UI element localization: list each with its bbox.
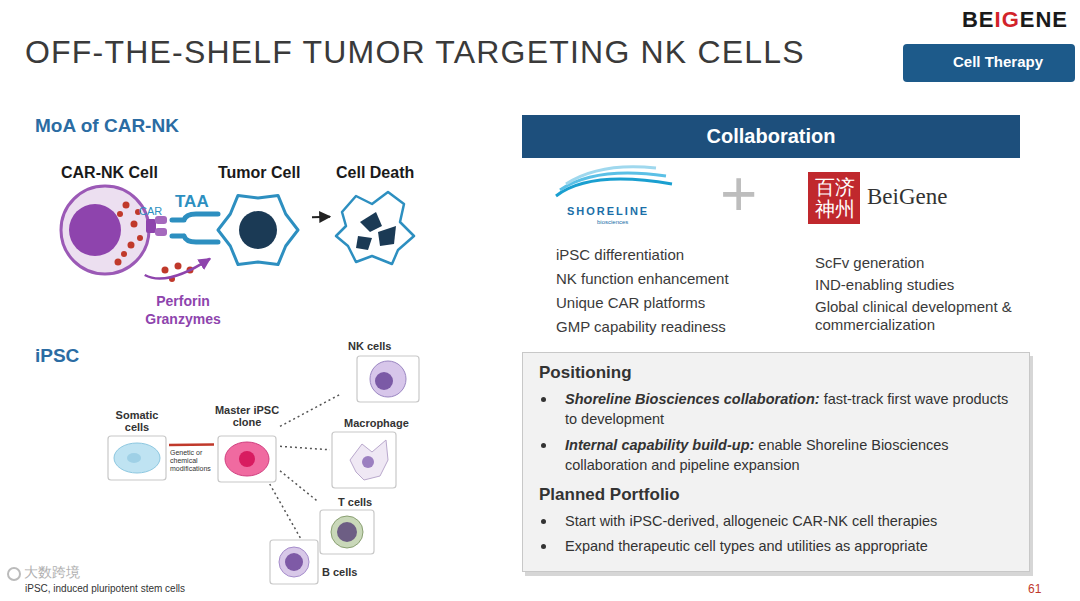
section-heading: iPSC [35,345,79,367]
ipsc-nucleus [239,451,255,467]
t-nucleus [337,522,357,542]
page-number: 61 [1028,582,1041,596]
bullet-dot [541,443,546,448]
granules [115,202,194,283]
node-text: CAR-NK Cell [61,164,170,182]
tumor-cell [218,195,298,264]
node-text: Tumor Cell [218,164,312,182]
list-item: Global clinical development & commercial… [815,298,1025,334]
cell-figure: Cell Death [330,164,426,266]
connector [169,443,214,446]
node-text: T cells [338,496,378,508]
connector [280,394,340,426]
node-text: Cell Therapy [953,53,1067,70]
cell-figure: Master iPSC clone [214,404,280,484]
logo-text: SHORELINE [567,205,649,217]
macrophage-nucleus [362,456,374,468]
node-text: Collaboration [522,125,1020,148]
header-band: Collaboration [522,115,1020,158]
nk-small-nucleus [375,372,393,390]
tumor-nucleus [239,211,277,249]
list-item: IND-enabling studies [815,276,954,293]
part-label: CAR [139,205,162,217]
connector [145,259,210,279]
section-heading: MoA of CAR-NK [35,115,179,137]
list-item: NK function enhancement [556,270,729,287]
connector [312,216,330,219]
footnote: iPSC, induced pluripotent stem cells [25,583,185,594]
t-cell [331,516,363,548]
node-text: Cell Death [336,164,426,182]
node-text: Somatic cells [105,409,169,433]
cell-figure: Macrophage [330,417,422,489]
plus-sign: + [720,162,757,226]
somatic-cell [114,443,160,473]
list-item: GMP capability readiness [556,318,726,335]
connector [270,484,301,538]
ipsc-cell [225,442,269,476]
bullet-row: Start with iPSC-derived, allogeneic CAR-… [539,511,1013,531]
seal-text: 百济神州 [813,176,857,220]
cell-figure: T cells [318,496,378,556]
nk-nucleus [69,204,121,256]
company-logo: BEIGENE [962,7,1068,33]
bullet-text: Start with iPSC-derived, allogeneic CAR-… [565,513,937,529]
slide-title: OFF-THE-SHELF TUMOR TARGETING NK CELLS [25,34,805,71]
cell-figure: Tumor Cell [210,164,312,274]
bullet-row: Internal capability build-up: enable Sho… [539,435,1013,476]
connector [280,471,318,502]
connector [280,446,330,449]
list-item: Unique CAR platforms [556,294,705,311]
car-receptor [146,216,167,236]
logo-text: BeiGene [867,184,947,210]
node-text: NK cells [348,340,424,352]
logo-text: BE [962,7,995,33]
taa-antigen [172,214,218,242]
b-nucleus [285,553,303,571]
node-text: Macrophage [344,417,422,429]
annotation: Genetic or chemical modifications [170,449,214,473]
cell-figure: Somatic cells [105,409,169,482]
bullet-lead: Internal capability build-up: [565,437,754,453]
node-text: B cells [322,566,360,578]
node-text: Master iPSC clone [214,404,280,428]
badge: Cell Therapy [903,44,1075,82]
nk-small [370,361,406,397]
watermark-icon [8,568,20,580]
list-item: iPSC differentiation [556,246,684,263]
bullet-dot [541,397,546,402]
watermark: 大数跨境 [24,564,80,582]
bullet-lead: Shoreline Biosciences collaboration: [565,391,820,407]
cell-figure: B cells [268,538,360,586]
cell-figure: NK cells [340,340,424,404]
list-item: ScFv generation [815,254,924,271]
info-panel: PositioningShoreline Biosciences collabo… [522,352,1030,572]
bullet-row: Expand therapeutic cell types and utilit… [539,536,1013,556]
shoreline-waves [556,167,672,196]
fragments [356,212,396,250]
bullet-row: Shoreline Biosciences collaboration: fas… [539,389,1013,430]
bullet-dot [541,519,546,524]
macrophage-cell [350,440,388,480]
logo-text: ENE [1020,7,1068,33]
figure-frames [108,356,419,584]
panel-heading: Planned Portfolio [539,485,1013,505]
b-cell [279,547,309,577]
bullet-text: Expand therapeutic cell types and utilit… [565,538,928,554]
logo-text: biosciences [597,219,628,225]
part-label: Perforin Granzymes [140,292,226,328]
logo-text: IG [995,7,1020,33]
beigene-seal [808,172,860,224]
panel-heading: Positioning [539,363,1013,383]
somatic-nucleus [127,453,141,463]
bullet-dot [541,544,546,549]
dead-cell [336,192,414,264]
nk-cell-body [61,186,149,274]
part-label: TAA [175,192,209,212]
cell-figure: CAR-NK Cell [55,164,170,275]
